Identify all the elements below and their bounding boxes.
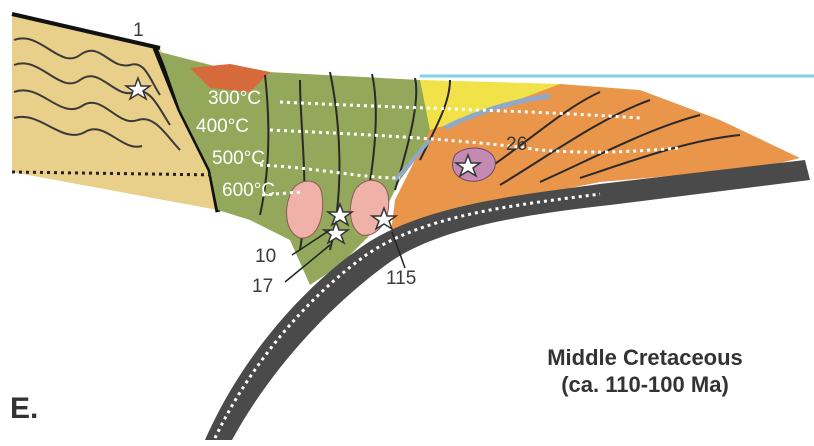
isotherm-label-300: 300°C bbox=[208, 88, 261, 110]
isotherm-label-400: 400°C bbox=[196, 116, 249, 138]
sample-label-17: 17 bbox=[252, 276, 273, 298]
panel-letter: E. bbox=[10, 392, 38, 426]
sample-label-26: 26 bbox=[506, 134, 527, 156]
sample-label-1: 1 bbox=[133, 20, 144, 42]
sample-label-10: 10 bbox=[255, 246, 276, 268]
pluton-b bbox=[350, 180, 388, 235]
isotherm-label-600: 600°C bbox=[222, 180, 275, 202]
title-line-1: Middle Cretaceous bbox=[510, 344, 780, 371]
sample-label-115: 115 bbox=[386, 268, 416, 290]
isotherm-label-500: 500°C bbox=[212, 148, 265, 170]
figure-title: Middle Cretaceous (ca. 110-100 Ma) bbox=[510, 344, 780, 398]
title-line-2: (ca. 110-100 Ma) bbox=[510, 371, 780, 398]
